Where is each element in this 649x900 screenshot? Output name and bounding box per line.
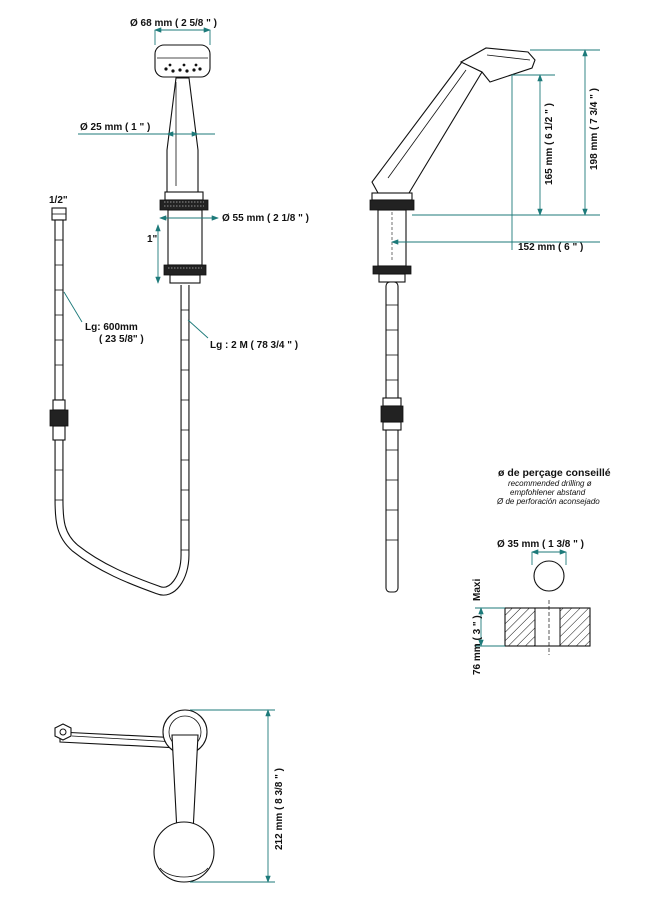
thread-half-label: 1/2" (49, 195, 68, 206)
drilling-de: empfohlener abstand (510, 488, 586, 497)
head-diameter-label: Ø 68 mm ( 2 5/8 " ) (130, 18, 217, 29)
handle-side (371, 47, 536, 194)
top-view: 212 mm ( 8 3/8 " ) (54, 709, 285, 883)
body-side (369, 192, 415, 283)
deck-section (504, 600, 591, 655)
handle-diameter-label: Ø 25 mm ( 1 " ) (80, 122, 150, 133)
reach-152-label: 152 mm ( 6 " ) (518, 242, 583, 253)
drilling-title: ø de perçage conseillé (498, 467, 611, 479)
deck-thickness-label: 76 mm ( 3 " ) (472, 615, 483, 675)
flange-diameter-label: Ø 55 mm ( 2 1/8 " ) (222, 213, 309, 224)
height-165-label: 165 mm ( 6 1/2 " ) (544, 103, 555, 185)
inlet-hose (49, 207, 69, 441)
drill-diameter-label: Ø 35 mm ( 1 3/8 " ) (497, 539, 584, 550)
shower-head-top (153, 821, 215, 883)
body-front (159, 191, 209, 284)
shower-hose-length-label: Lg : 2 M ( 78 3/4 " ) (210, 340, 298, 351)
drilling-note: ø de perçage conseillé recommended drill… (472, 467, 611, 675)
drilling-es: Ø de perforación aconsejado (496, 497, 600, 506)
side-view: 165 mm ( 6 1/2 " ) 198 mm ( 7 3/4 " ) 15… (369, 47, 600, 593)
maxi-label: Maxi (472, 579, 483, 601)
inlet-hose-length-1: Lg: 600mm (85, 322, 138, 333)
front-view: Ø 68 mm ( 2 5/8 " ) Ø 25 mm ( 1 " ) Ø 55… (49, 18, 309, 596)
handle-front (166, 77, 199, 193)
shower-head-front (154, 44, 211, 78)
height-198-label: 198 mm ( 7 3/4 " ) (589, 88, 600, 170)
drill-hole-circle (533, 560, 565, 592)
length-212-label: 212 mm ( 8 3/8 " ) (274, 768, 285, 850)
thread-1in-label: 1" (147, 234, 158, 245)
inlet-hose-length-2: ( 23 5/8" ) (99, 334, 144, 345)
drilling-en: recommended drilling ø (508, 479, 592, 488)
